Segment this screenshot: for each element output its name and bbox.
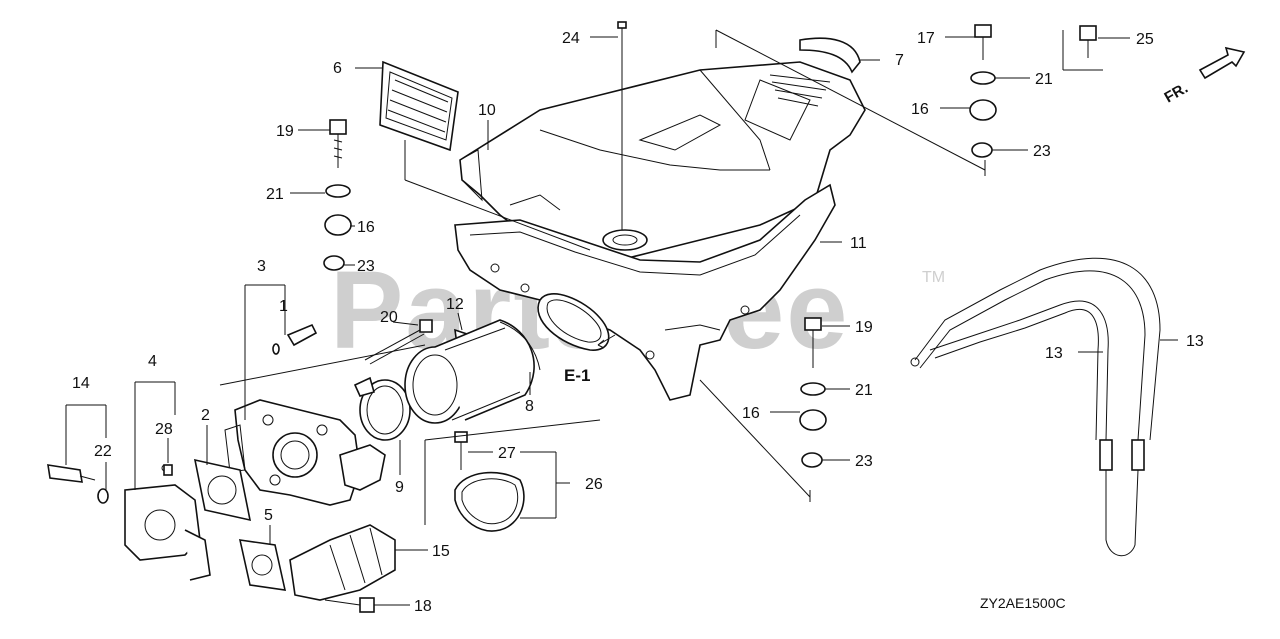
callout-19-left: 19 [276,123,294,140]
callout-9: 9 [395,479,404,496]
callout-13-left: 13 [1045,345,1063,362]
callout-21-top-right: 21 [1035,71,1053,88]
svg-text:FR.: FR. [1162,80,1191,107]
watermark-trademark: TM [922,269,945,286]
intake-seal [537,293,610,351]
callout-24: 24 [562,30,580,47]
intake-joint-4 [124,464,211,581]
callout-labels: 1 2 3 4 5 6 7 8 9 10 11 12 13 13 14 15 1… [72,30,1204,615]
callout-28: 28 [155,421,173,438]
callout-11: 11 [850,235,867,252]
callout-12: 12 [446,296,464,313]
mount-stack-left [323,119,352,271]
screw-1 [272,323,318,355]
mount-stack-right [799,317,827,468]
throttle-body [224,399,386,506]
bolt-24 [617,21,627,48]
hose-clamp-26 [454,431,525,532]
duct-piece [799,37,861,74]
callout-19-right: 19 [855,319,873,336]
filter-screen [379,60,459,152]
callout-21-right: 21 [855,382,873,399]
cable-13 [910,257,1161,557]
callout-17: 17 [917,30,935,47]
callout-27: 27 [498,445,516,462]
drawing-code: ZY2AE1500C [980,595,1066,611]
callout-5: 5 [264,507,273,524]
callout-13-right: 13 [1186,333,1204,350]
callout-18: 18 [414,598,432,615]
gasket-5 [238,539,287,591]
leader-lines [65,29,1178,606]
callout-22: 22 [94,443,112,460]
callout-6: 6 [333,60,342,77]
callout-25: 25 [1136,31,1154,48]
callout-16-right: 16 [742,405,760,422]
callout-16-top-right: 16 [911,101,929,118]
callout-23-top-right: 23 [1033,143,1051,160]
bolt-18 [324,597,375,613]
pin-28 [163,464,173,476]
mount-stack-top-right [969,24,997,158]
intake-tube-8 [404,319,541,424]
callout-16-left: 16 [357,219,375,236]
callout-1: 1 [279,298,288,315]
callout-26: 26 [585,476,603,493]
intake-cover [459,61,866,261]
callout-21-left: 21 [266,186,284,203]
callout-20: 20 [380,309,398,326]
intake-elbow-15 [289,524,396,601]
callout-23-left: 23 [357,258,375,275]
callout-3: 3 [257,258,266,275]
callout-7: 7 [895,52,904,69]
sensor-14 [47,464,96,483]
callout-15: 15 [432,543,450,560]
callout-10: 10 [478,102,496,119]
hose-clamp-9 [353,376,411,441]
callout-14: 14 [72,375,90,392]
gasket-2 [193,458,252,522]
section-reference: E-1 [564,366,590,385]
bolt-25 [1079,25,1097,58]
o-ring-22 [97,488,109,504]
callout-8: 8 [525,398,534,415]
callout-2: 2 [201,407,210,424]
callout-23-right: 23 [855,453,873,470]
callout-4: 4 [148,353,157,370]
front-direction-arrow: FR. [1162,46,1246,107]
